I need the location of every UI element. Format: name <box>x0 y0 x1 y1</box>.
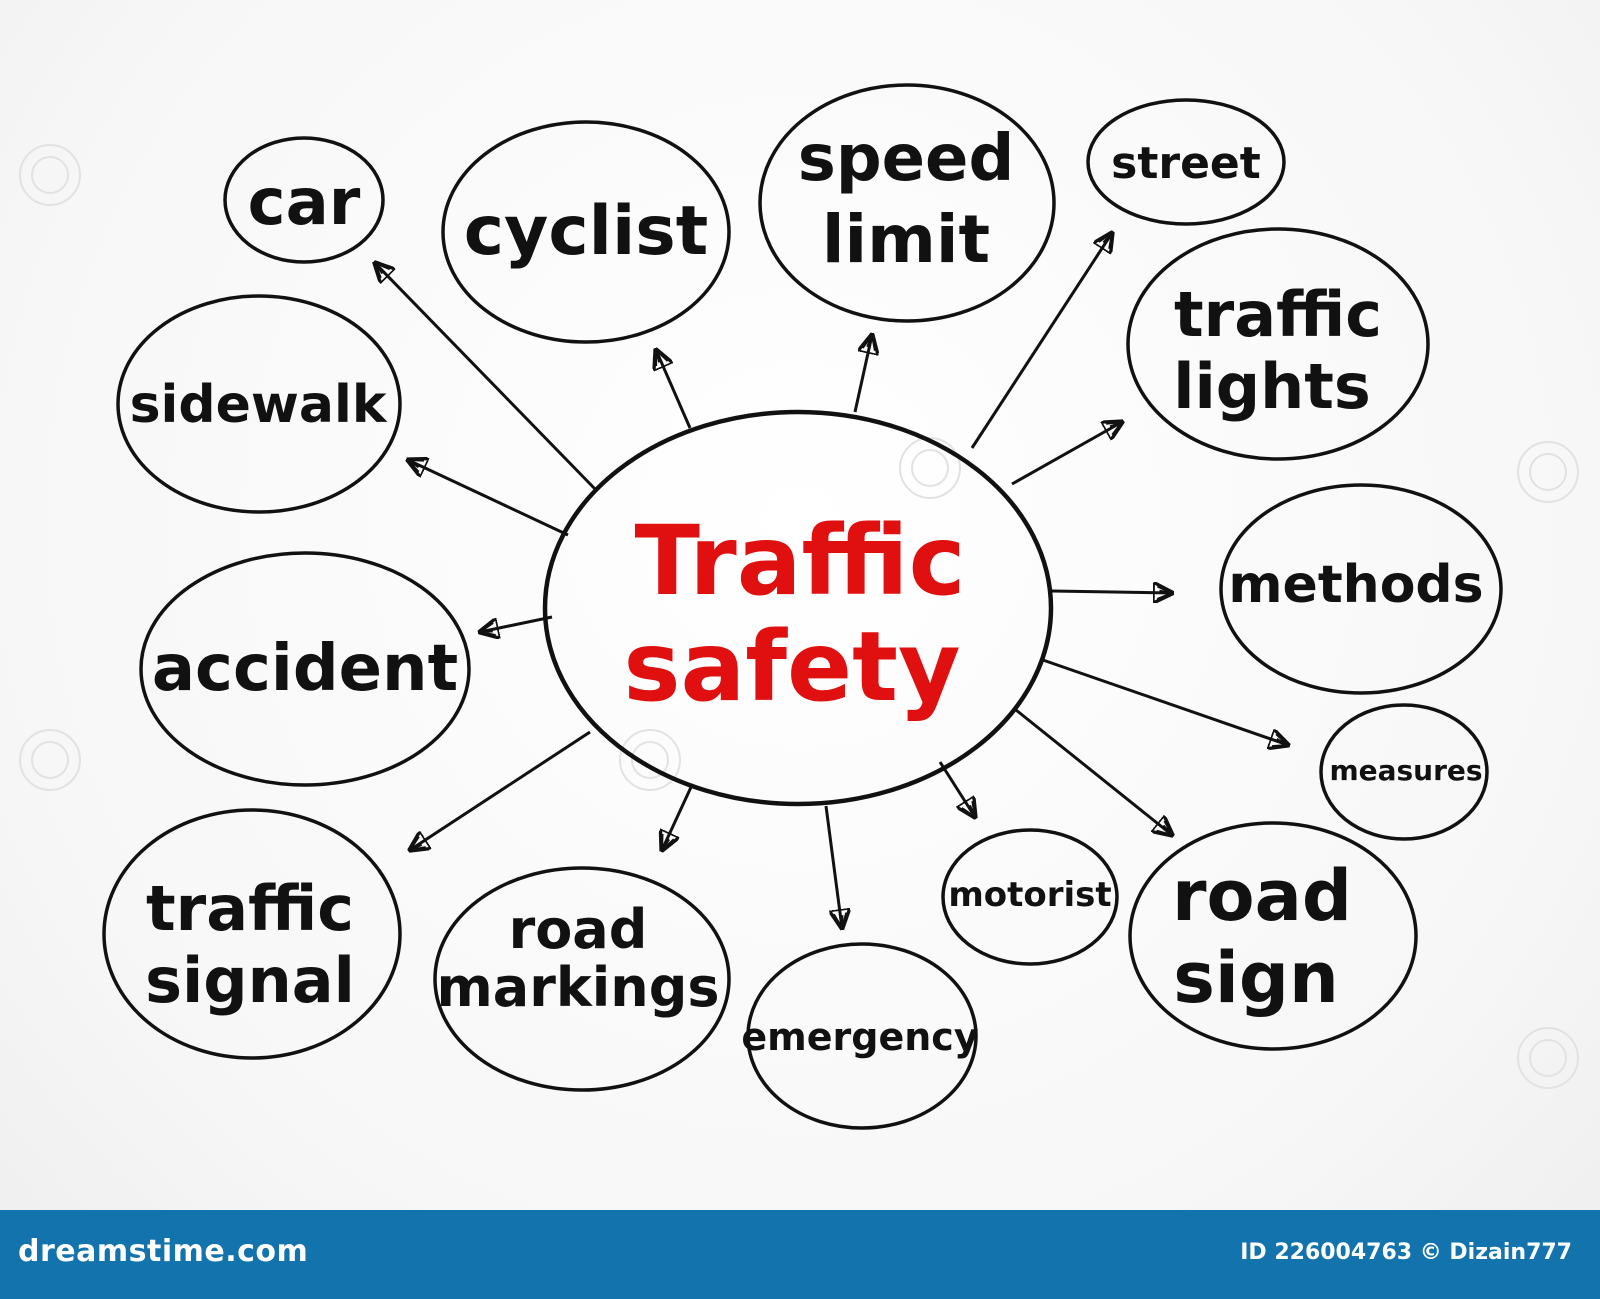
label-speed-limit-line2: limit <box>822 201 990 278</box>
arrow-road-sign <box>1015 708 1172 835</box>
label-sidewalk: sidewalk <box>130 375 388 435</box>
bubble-motorist <box>941 828 1119 966</box>
arrow-traffic-lights <box>1011 422 1122 486</box>
arrow-street <box>970 233 1112 449</box>
label-traffic-signal-line1: traffic <box>146 872 354 945</box>
label-motorist: motorist <box>948 875 1111 915</box>
bubble-cyclist <box>441 120 731 344</box>
arrow-motorist <box>938 761 975 817</box>
bubble-measures <box>1319 703 1489 841</box>
center-title-line2: safety <box>623 611 960 723</box>
arrow-sidewalk <box>408 460 569 537</box>
bubble-traffic-signal <box>102 808 402 1060</box>
bubble-street <box>1086 98 1286 226</box>
label-accident: accident <box>152 632 458 706</box>
label-road-markings-line1: road <box>509 898 648 961</box>
arrow-road-markings <box>662 784 694 850</box>
label-street: street <box>1111 138 1261 189</box>
label-methods: methods <box>1228 555 1483 615</box>
stock-brand-logo: dreamstime.com <box>18 1234 309 1269</box>
bubble-emergency <box>746 942 978 1130</box>
bubble-traffic-lights <box>1126 227 1430 461</box>
bubble-car <box>223 136 385 264</box>
bubble-accident <box>139 551 471 787</box>
bubble-road-markings <box>433 866 731 1092</box>
label-measures: measures <box>1329 754 1482 787</box>
bubble-speed-limit <box>758 83 1056 323</box>
arrow-car <box>375 263 598 492</box>
image-credit: ID 226004763 © Dizain777 <box>1240 1240 1572 1265</box>
mind-map: car cyclist speed limit street traffic l… <box>19 83 1579 1130</box>
node-labels: car cyclist speed limit street traffic l… <box>130 122 1484 1059</box>
label-road-sign-line2: sign <box>1173 937 1339 1019</box>
arrow-methods <box>1051 591 1172 593</box>
label-road-markings-line2: markings <box>437 956 720 1019</box>
bubble-sidewalk <box>116 294 402 514</box>
center-title-line1: Traffic <box>634 505 965 617</box>
label-emergency: emergency <box>741 1015 978 1059</box>
label-traffic-lights-line1: traffic <box>1174 278 1382 351</box>
arrow-speed-limit <box>853 335 872 413</box>
stock-footer-bar: dreamstime.com ID 226004763 © Dizain777 <box>0 1210 1600 1299</box>
label-cyclist: cyclist <box>464 192 709 271</box>
arrow-cyclist <box>656 350 692 429</box>
arrow-measures <box>1039 657 1288 745</box>
label-road-sign-line1: road <box>1172 855 1352 937</box>
bubble-road-sign <box>1128 821 1418 1051</box>
arrow-traffic-signal <box>410 730 591 850</box>
bubble-center <box>542 409 1054 807</box>
connector-arrows <box>375 233 1288 928</box>
arrow-emergency <box>824 805 842 928</box>
label-traffic-lights-line2: lights <box>1173 350 1371 423</box>
bubble-methods <box>1219 483 1503 695</box>
arrow-accident <box>480 615 553 632</box>
label-traffic-signal-line2: signal <box>145 944 355 1017</box>
node-bubbles <box>102 83 1503 1130</box>
label-car: car <box>248 166 361 240</box>
label-speed-limit-line1: speed <box>798 122 1015 196</box>
watermark-pattern <box>19 144 1579 1089</box>
